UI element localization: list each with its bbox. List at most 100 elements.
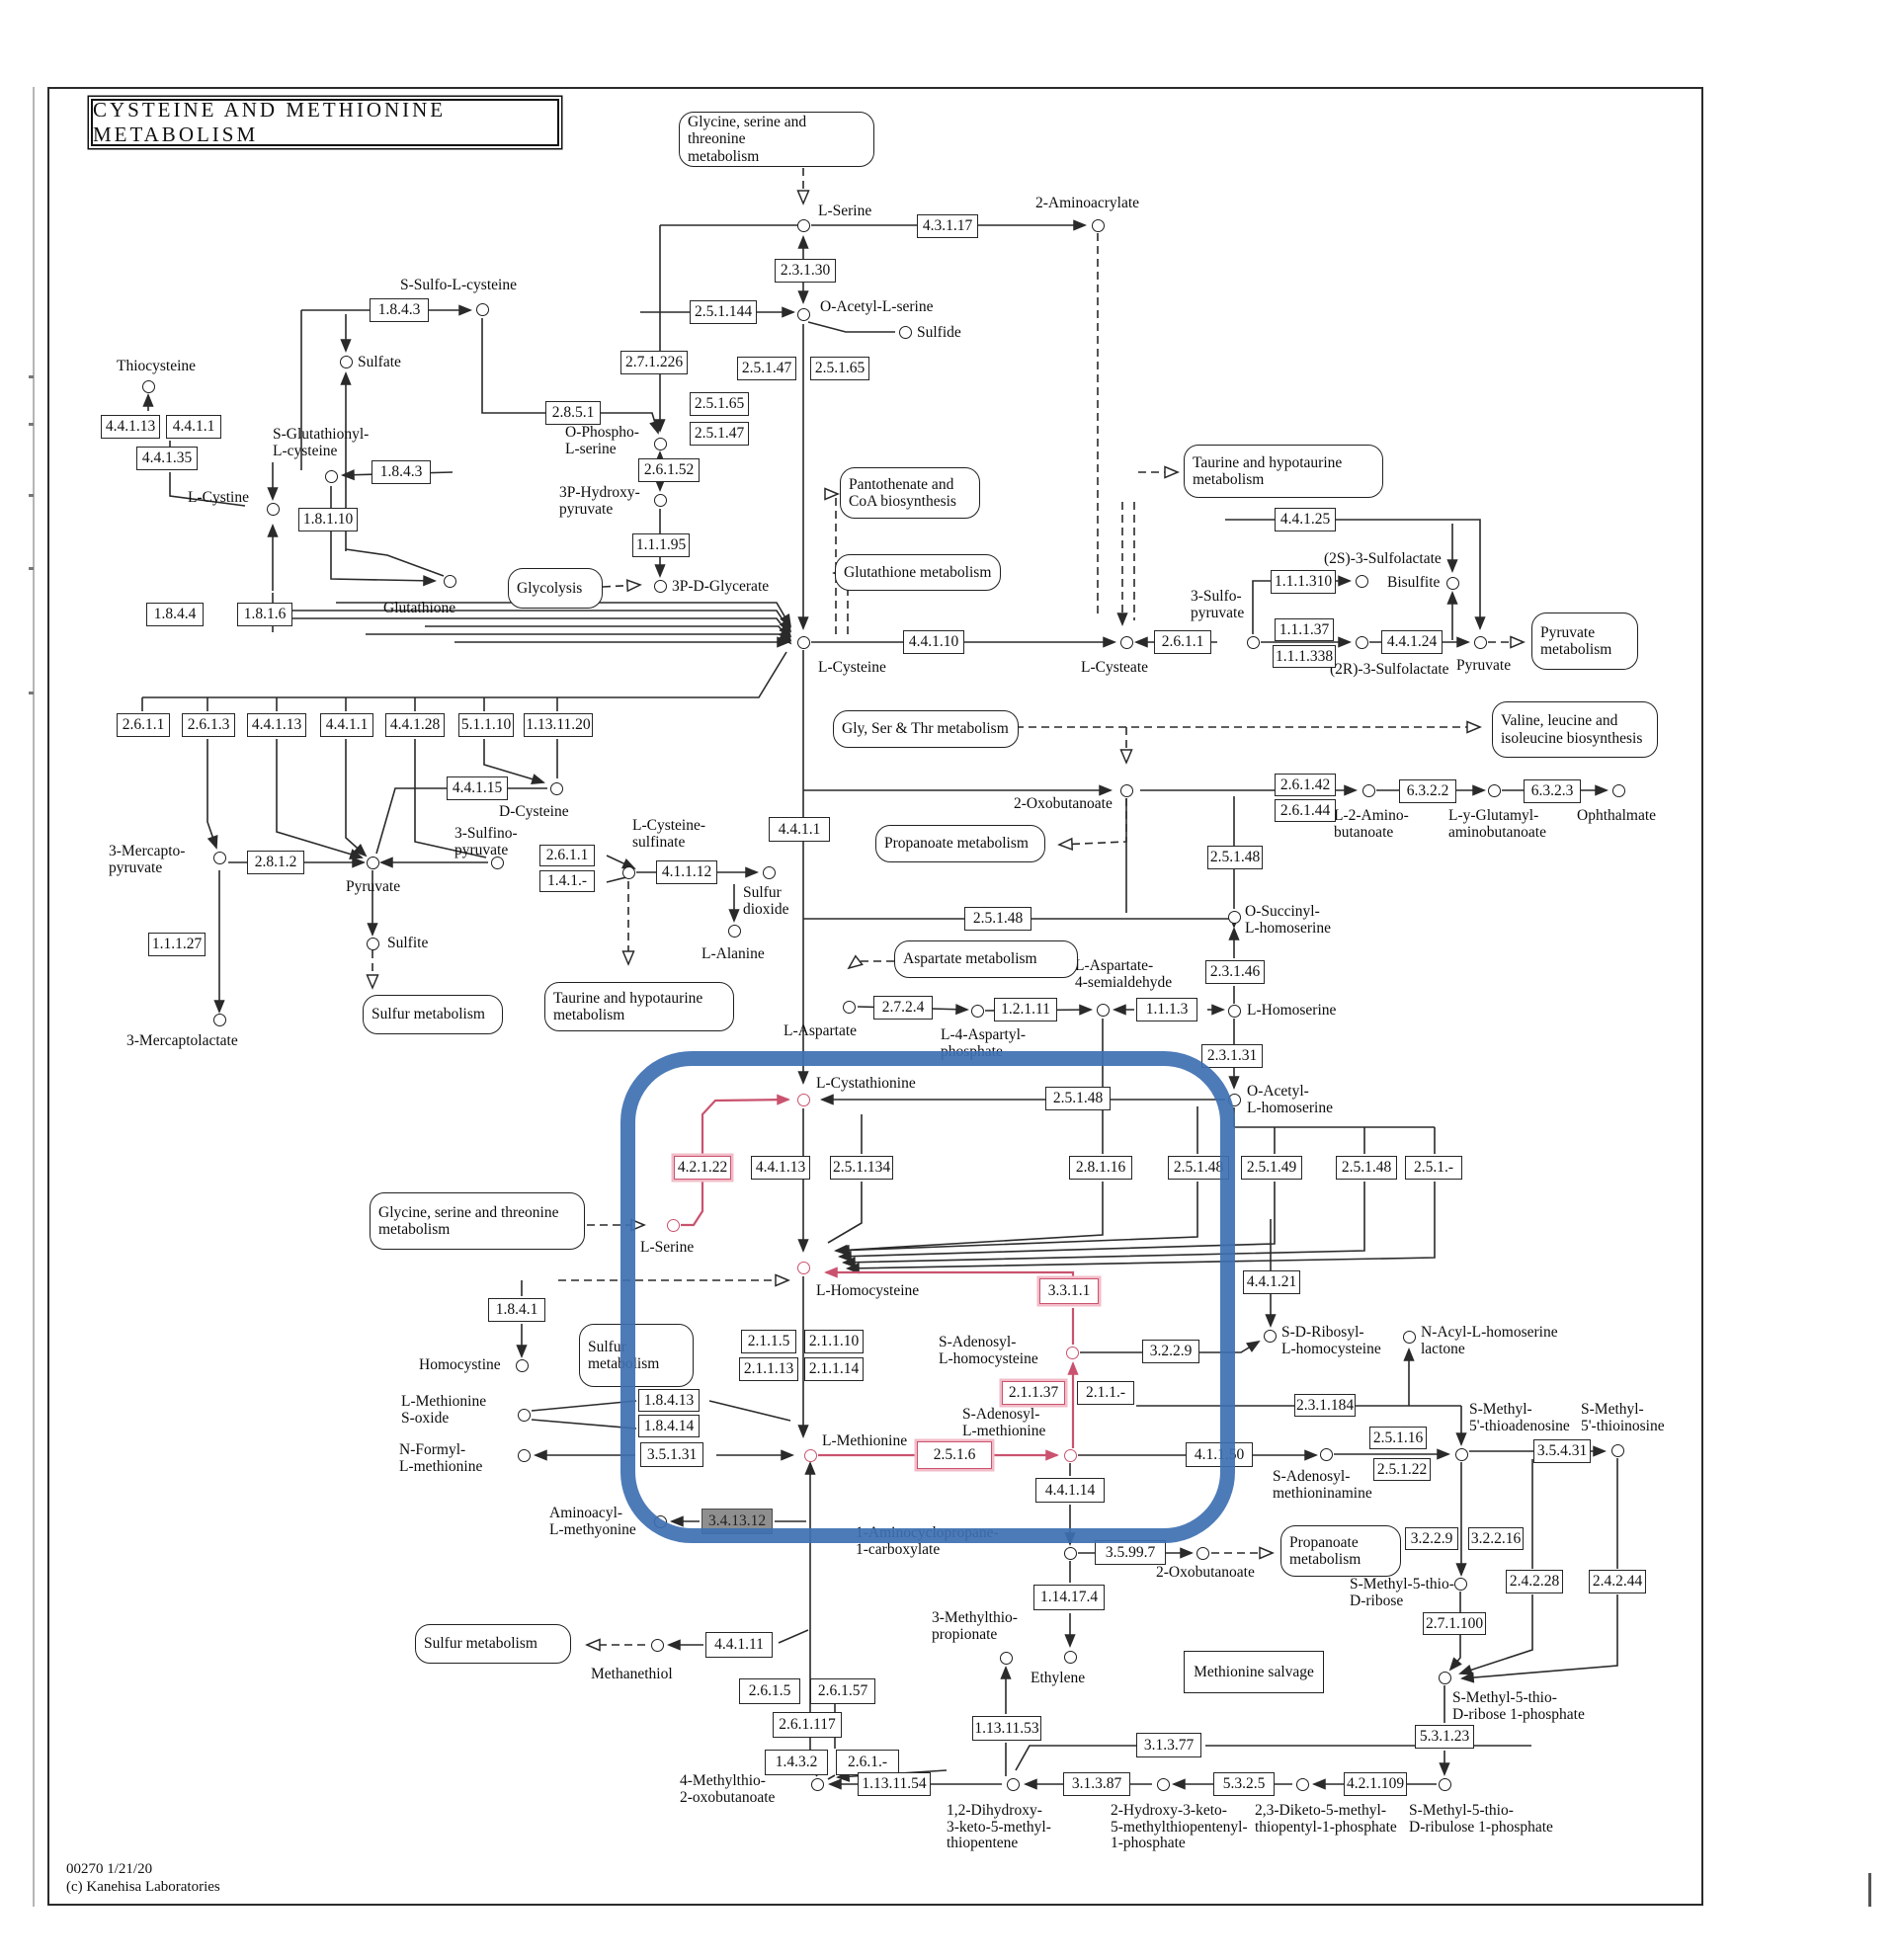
compound-3-methylthio-propionate[interactable] [999, 1651, 1013, 1665]
enzyme-box-1-1-1-27-35[interactable]: 1.1.1.27 [148, 933, 206, 956]
enzyme-box-2-5-1-48-51[interactable]: 2.5.1.48 [1045, 1087, 1111, 1110]
pathway-link-sulfur-metabolism-14[interactable]: Sulfur metabolism [415, 1624, 571, 1664]
compound-s-methyl-5-thioinosine[interactable] [1610, 1443, 1624, 1457]
compound-l-serine-2[interactable] [666, 1218, 680, 1232]
enzyme-box-2-5-1-134-54[interactable]: 2.5.1.134 [830, 1156, 893, 1180]
compound-sulfide[interactable] [898, 325, 912, 339]
enzyme-box-3-5-99-7-82[interactable]: 3.5.99.7 [1095, 1540, 1166, 1565]
enzyme-box-1-13-11-53-89[interactable]: 1.13.11.53 [972, 1716, 1041, 1741]
enzyme-box-5-3-2-5-98[interactable]: 5.3.2.5 [1213, 1772, 1275, 1796]
compound-aminoacyl-l-methyonine[interactable] [653, 1514, 667, 1528]
enzyme-box-2-5-1-6-73[interactable]: 2.5.1.6 [917, 1441, 992, 1469]
compound-o-succinyl-l-homoserine[interactable] [1227, 910, 1241, 924]
enzyme-box-2-6-1-52-11[interactable]: 2.6.1.52 [638, 458, 700, 482]
compound-l-cysteine-sulfinate[interactable] [621, 865, 635, 879]
enzyme-box-2-4-2-28-93[interactable]: 2.4.2.28 [1506, 1570, 1563, 1593]
enzyme-box-1-8-4-3-8[interactable]: 1.8.4.3 [370, 298, 429, 322]
compound-l-alanine[interactable] [727, 924, 741, 938]
enzyme-box-2-5-1-16-76[interactable]: 2.5.1.16 [1369, 1427, 1427, 1449]
enzyme-box-1-1-1-338-23[interactable]: 1.1.1.338 [1273, 645, 1336, 668]
enzyme-box-1-1-1-310-21[interactable]: 1.1.1.310 [1271, 570, 1336, 594]
compound-s-methyl-5-thio-d-ribulose-1-phosphate[interactable] [1438, 1777, 1451, 1791]
enzyme-box-1-1-1-95-12[interactable]: 1.1.1.95 [632, 533, 690, 557]
compound-n-formyl-l-methionine[interactable] [517, 1448, 531, 1462]
enzyme-box-3-2-2-16-92[interactable]: 3.2.2.16 [1468, 1527, 1524, 1550]
enzyme-box-2-6-1-3-27[interactable]: 2.6.1.3 [182, 713, 235, 737]
compound-3p-d-glycerate[interactable] [653, 579, 667, 593]
compound-l-homocysteine[interactable] [796, 1261, 810, 1274]
enzyme-box-1-14-17-4-83[interactable]: 1.14.17.4 [1033, 1585, 1105, 1610]
enzyme-box-2-6-1-88[interactable]: 2.6.1.- [836, 1750, 899, 1775]
compound-2r-3-sulfolactate[interactable] [1355, 635, 1368, 649]
enzyme-box-2-5-1-47-4[interactable]: 2.5.1.47 [737, 357, 796, 380]
enzyme-box-1-4-1-37[interactable]: 1.4.1.- [539, 870, 595, 892]
enzyme-box-2-1-1-37-68[interactable]: 2.1.1.37 [1002, 1381, 1065, 1405]
compound-d-cysteine[interactable] [549, 781, 563, 795]
enzyme-box-4-4-1-21-67[interactable]: 4.4.1.21 [1243, 1270, 1300, 1294]
pathway-link-propanoate-metabolism-8[interactable]: Propanoate metabolism [875, 825, 1045, 862]
enzyme-box-1-13-11-54-100[interactable]: 1.13.11.54 [858, 1772, 931, 1796]
compound-s-methyl-5-thio-d-ribose-1-phosphate[interactable] [1438, 1671, 1451, 1684]
compound-l-methionine[interactable] [803, 1448, 817, 1462]
compound-3-sulfino-pyruvate[interactable] [490, 856, 504, 869]
enzyme-box-4-1-1-12-38[interactable]: 4.1.1.12 [656, 860, 717, 884]
enzyme-box-1-8-1-6-18[interactable]: 1.8.1.6 [237, 603, 292, 626]
enzyme-box-2-3-1-46-46[interactable]: 2.3.1.46 [1205, 960, 1265, 984]
enzyme-box-2-3-1-31-50[interactable]: 2.3.1.31 [1201, 1044, 1263, 1068]
enzyme-box-4-4-1-14-79[interactable]: 4.4.1.14 [1035, 1478, 1105, 1503]
enzyme-box-2-5-1-65-6[interactable]: 2.5.1.65 [690, 392, 749, 416]
enzyme-box-2-5-1-48-58[interactable]: 2.5.1.48 [1336, 1156, 1397, 1180]
compound-sulfite[interactable] [366, 937, 379, 950]
pathway-link-sulfur-metabolism-10[interactable]: Sulfur metabolism [363, 995, 503, 1034]
pathway-link-glycolysis-4[interactable]: Glycolysis [508, 568, 603, 609]
enzyme-box-4-4-1-28-30[interactable]: 4.4.1.28 [385, 713, 445, 737]
enzyme-box-2-8-1-16-55[interactable]: 2.8.1.16 [1069, 1156, 1132, 1180]
compound-l-homoserine[interactable] [1227, 1004, 1241, 1018]
compound-3-mercaptolactate[interactable] [212, 1013, 226, 1026]
compound-l-cystathionine[interactable] [796, 1093, 810, 1106]
enzyme-box-2-5-1-48-45[interactable]: 2.5.1.48 [964, 907, 1031, 931]
enzyme-box-1-8-4-14-71[interactable]: 1.8.4.14 [638, 1415, 700, 1437]
enzyme-box-2-4-2-44-94[interactable]: 2.4.2.44 [1589, 1570, 1646, 1593]
pathway-link-glutathione-metabolism-2[interactable]: Glutathione metabolism [835, 554, 1001, 591]
compound-l-methionine-s-oxide[interactable] [517, 1408, 531, 1422]
compound-l-cysteine[interactable] [796, 635, 810, 649]
compound-l-cystine[interactable] [266, 502, 280, 516]
compound-l-2-amino-butanoate[interactable] [1361, 783, 1375, 797]
enzyme-box-2-7-2-4-47[interactable]: 2.7.2.4 [873, 996, 933, 1020]
pathway-link-glycine-serine-and-threonine-metabolism-12[interactable]: Glycine, serine and threonine metabolism [370, 1192, 585, 1250]
compound-3-mercapto-pyruvate[interactable] [212, 851, 226, 864]
compound-sulfate[interactable] [339, 355, 353, 368]
compound-o-phospho-l-serine[interactable] [653, 437, 667, 450]
enzyme-box-4-4-1-13-53[interactable]: 4.4.1.13 [751, 1156, 810, 1180]
enzyme-box-2-8-5-1-10[interactable]: 2.8.5.1 [545, 401, 601, 425]
compound-12-dihydroxy-3-keto-5-methyl-thiopentene[interactable] [1006, 1777, 1020, 1791]
enzyme-box-4-4-1-1-29[interactable]: 4.4.1.1 [320, 713, 373, 737]
compound-2-oxobutanoate-2[interactable] [1196, 1546, 1209, 1560]
compound-l-serine-top[interactable] [796, 218, 810, 232]
pathway-link-gly-ser-thr-metabolism-7[interactable]: Gly, Ser & Thr metabolism [833, 710, 1019, 748]
compound-4-methylthio-2-oxobutanoate[interactable] [810, 1777, 824, 1791]
pathway-link-taurine-and-hypotaurine-metabolism-11[interactable]: Taurine and hypotaurine metabolism [544, 982, 734, 1031]
enzyme-box-2-1-1-69[interactable]: 2.1.1.- [1077, 1381, 1134, 1405]
enzyme-box-2-1-1-10-62[interactable]: 2.1.1.10 [804, 1330, 864, 1353]
enzyme-box-4-2-1-109-97[interactable]: 4.2.1.109 [1344, 1772, 1407, 1796]
enzyme-box-5-3-1-23-96[interactable]: 5.3.1.23 [1415, 1725, 1474, 1749]
compound-homocystine[interactable] [515, 1358, 529, 1372]
enzyme-box-2-1-1-5-61[interactable]: 2.1.1.5 [741, 1330, 796, 1353]
enzyme-box-2-6-1-44-41[interactable]: 2.6.1.44 [1275, 799, 1336, 822]
compound-n-acyl-l-homoserine-lactone[interactable] [1402, 1330, 1416, 1344]
enzyme-box-3-1-3-87-99[interactable]: 3.1.3.87 [1063, 1772, 1130, 1796]
pathway-link-propanoate-metabolism-15[interactable]: Propanoate metabolism [1280, 1525, 1401, 1577]
compound-sulfur-dioxide[interactable] [762, 865, 776, 879]
compound-pyruvate-right[interactable] [1473, 635, 1487, 649]
enzyme-box-4-4-1-13-28[interactable]: 4.4.1.13 [247, 713, 306, 737]
compound-1-aminocyclopropane-1-carboxylate[interactable] [1063, 1546, 1077, 1560]
enzyme-box-4-4-1-1-39[interactable]: 4.4.1.1 [769, 817, 830, 842]
enzyme-box-2-6-1-117-86[interactable]: 2.6.1.117 [773, 1712, 842, 1738]
enzyme-box-2-6-1-1-36[interactable]: 2.6.1.1 [539, 845, 595, 866]
compound-bisulfite[interactable] [1445, 576, 1459, 590]
compound-pyruvate[interactable] [366, 856, 379, 869]
pathway-link-methionine-salvage-16[interactable]: Methionine salvage [1184, 1651, 1324, 1693]
enzyme-box-5-1-1-10-31[interactable]: 5.1.1.10 [458, 713, 514, 737]
